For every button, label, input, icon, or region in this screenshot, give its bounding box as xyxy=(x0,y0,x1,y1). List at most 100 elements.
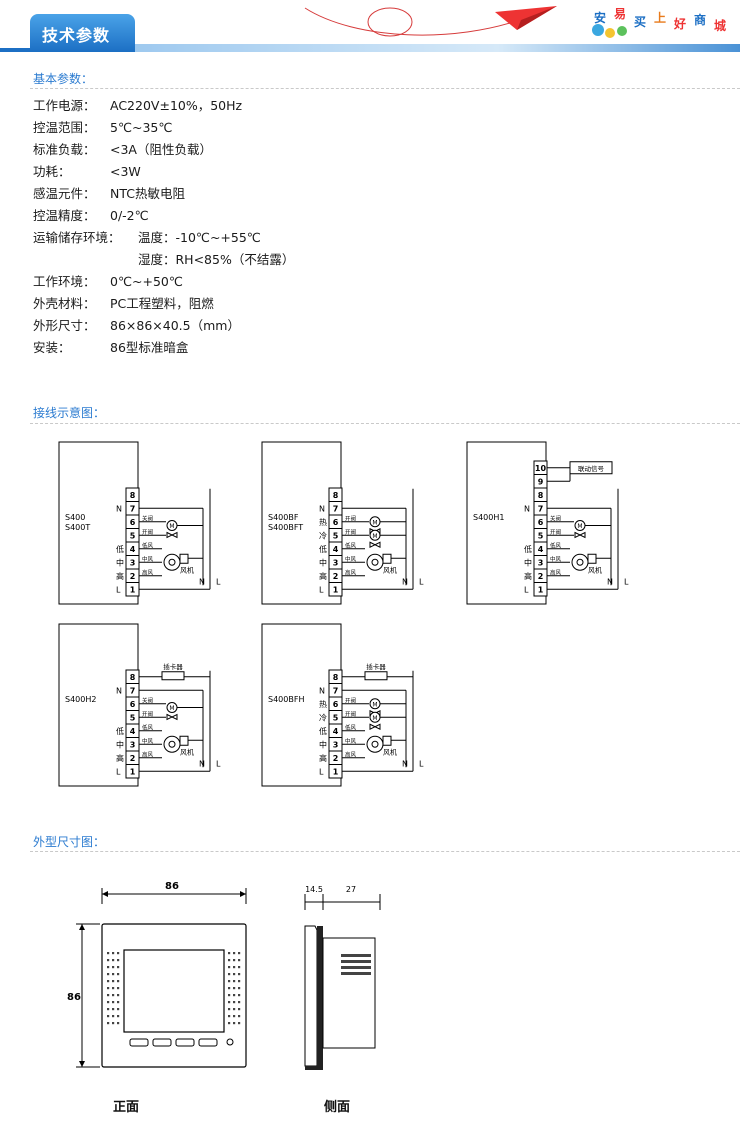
spec-value: 5℃~35℃ xyxy=(110,120,173,135)
fan-hub xyxy=(576,558,584,566)
terminal-number: 6 xyxy=(333,700,339,709)
spec-key: 运输储存环境： xyxy=(33,230,121,245)
section-heading-wiring: 接线示意图： xyxy=(33,406,106,420)
terminal-l-label: L xyxy=(524,585,529,594)
motor-label: M xyxy=(372,519,377,526)
front-view-caption: 正面 xyxy=(113,1100,140,1115)
vent-hole xyxy=(233,966,236,969)
terminal-n-label: N xyxy=(116,504,122,513)
side-dimension-drawing: 14.5 27 xyxy=(295,880,395,1075)
vent-hole xyxy=(233,1022,236,1025)
indicator-light xyxy=(226,1038,234,1046)
vent-hole xyxy=(238,1001,241,1004)
fan-hub xyxy=(371,558,379,566)
vent-hole xyxy=(238,987,241,990)
vent-hole xyxy=(107,987,110,990)
key-button xyxy=(198,1038,218,1047)
speed-mid-label: 中 xyxy=(524,557,532,567)
terminal-number: 2 xyxy=(538,572,544,581)
hot-label: 热 xyxy=(319,699,327,709)
bus-n-label: N xyxy=(199,577,205,586)
model-name: S400BFH xyxy=(268,695,304,704)
terminal-number: 2 xyxy=(130,572,136,581)
terminal-number: 2 xyxy=(333,754,339,763)
side-depth-front: 14.5 xyxy=(305,885,323,894)
vent-hole xyxy=(112,959,115,962)
fan-speed-label: 高风 xyxy=(142,750,154,758)
terminal-number: 2 xyxy=(130,754,136,763)
vent-hole xyxy=(228,1008,231,1011)
motor-label: M xyxy=(577,523,582,530)
cold-label: 冷 xyxy=(319,530,327,540)
terminal-number: 7 xyxy=(333,687,339,696)
bus-n-label: N xyxy=(402,759,408,768)
card-reader-box xyxy=(364,671,388,681)
terminal-number: 3 xyxy=(333,559,339,568)
fan-hub xyxy=(168,740,176,748)
fan-outlet xyxy=(179,553,189,564)
spec-key: 控温精度： xyxy=(33,208,96,223)
slogan-char: 安 xyxy=(594,10,606,25)
valve-label: 开阀 xyxy=(142,528,153,536)
vent-hole xyxy=(107,959,110,962)
vent-hole xyxy=(228,980,231,983)
vent-hole xyxy=(117,973,120,976)
fan-speed-label: 低风 xyxy=(142,723,154,731)
valve-icon xyxy=(166,531,178,539)
terminal-n-label: N xyxy=(524,504,530,513)
fan-speed-label: 低风 xyxy=(345,723,357,731)
vent-hole xyxy=(107,1001,110,1004)
vent-hole xyxy=(238,959,241,962)
valve-label: 关阀 xyxy=(142,696,153,704)
vent-hole xyxy=(233,994,236,997)
vent-hole xyxy=(233,1008,236,1011)
terminal-number: 5 xyxy=(333,532,339,541)
page-title: 技术参数 xyxy=(42,26,111,45)
terminal-number: 2 xyxy=(333,572,339,581)
vent-hole xyxy=(233,987,236,990)
speed-mid-label: 中 xyxy=(116,557,124,567)
fan-label: 风机 xyxy=(180,565,194,574)
terminal-number: 3 xyxy=(538,559,544,568)
valve-label: 关阀 xyxy=(550,514,561,522)
spec-value: 86型标准暗盒 xyxy=(110,340,189,355)
vent-hole xyxy=(238,980,241,983)
section-divider xyxy=(30,88,740,89)
terminal-number: 3 xyxy=(333,741,339,750)
valve-label: 关阀 xyxy=(142,514,153,522)
vent-hole xyxy=(107,952,110,955)
vent-hole xyxy=(112,1008,115,1011)
terminal-number: 4 xyxy=(333,727,339,736)
slogan-char: 上 xyxy=(654,10,666,25)
terminal-number: 4 xyxy=(538,545,544,554)
valve-label: 开阀 xyxy=(142,710,153,718)
terminal-number: 5 xyxy=(333,714,339,723)
vent-hole xyxy=(228,952,231,955)
terminal-number: 5 xyxy=(130,714,136,723)
valve-icon xyxy=(166,713,178,721)
motor-label: M xyxy=(372,701,377,708)
vent-hole xyxy=(107,966,110,969)
banner-decoration xyxy=(304,6,557,37)
vent-hole xyxy=(238,966,241,969)
vent-hole xyxy=(228,1015,231,1018)
card-reader-label: 插卡器 xyxy=(163,662,183,671)
card-reader-label: 插卡器 xyxy=(366,662,386,671)
paper-plane-icon xyxy=(495,6,557,30)
vent-hole xyxy=(112,980,115,983)
valve-label: 开阀 xyxy=(550,528,561,536)
vent-hole xyxy=(228,994,231,997)
linkage-signal-box xyxy=(569,461,613,475)
bus-l-label: L xyxy=(419,577,424,586)
vent-hole xyxy=(228,1022,231,1025)
terminal-number: 6 xyxy=(538,518,544,527)
vent-hole xyxy=(238,973,241,976)
device-housing xyxy=(261,623,342,787)
key-button xyxy=(152,1038,172,1047)
valve-label: 开阀 xyxy=(345,710,356,718)
bus-n-label: N xyxy=(199,759,205,768)
terminal-number: 7 xyxy=(333,505,339,514)
vent-hole xyxy=(233,980,236,983)
vent-hole xyxy=(238,1022,241,1025)
